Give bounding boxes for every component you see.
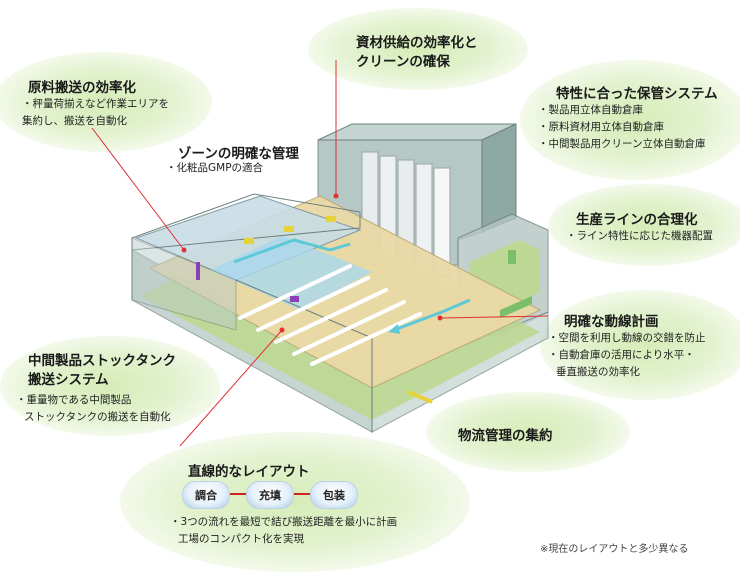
bullet-text: 垂直搬送の効率化 — [556, 366, 640, 378]
callout-bg-logistics — [426, 392, 630, 472]
storage-system-bullets: ・製品用立体自動倉庫 ・原料資材用立体自動倉庫 ・中間製品用クリーン立体自動倉庫 — [538, 102, 705, 153]
title-line: 中間製品ストックタンク — [28, 353, 176, 369]
callout-bg-material-supply — [308, 8, 528, 90]
production-lines — [238, 264, 422, 366]
title-line: 搬送システム — [28, 372, 109, 388]
callout-bg-stock-tank — [0, 336, 220, 436]
callout-bg-storage — [520, 60, 740, 180]
zone-management-bullets: ・化粧品GMPの適合 — [166, 160, 263, 177]
linear-layout-title: 直線的なレイアウト — [188, 464, 310, 480]
linear-layout-bullets: ・3つの流れを最短で結び搬送距離を最小に計画 工場のコンパクト化を実現 — [170, 514, 397, 548]
footnote: ※現在のレイアウトと多少異なる — [540, 544, 689, 555]
flow-step-mixing: 調合 — [182, 481, 230, 509]
flow-plan-title: 明確な動線計画 — [564, 314, 659, 330]
bullet-text: 集約し、搬送を自動化 — [22, 115, 127, 127]
bullet-text: ・自動倉庫の活用により水平・ — [548, 349, 695, 361]
stock-tank-title: 中間製品ストックタンク 搬送システム — [28, 352, 176, 390]
callout-bg-linear-layout — [120, 432, 470, 572]
stock-tank-bullets: ・重量物である中間製品 ストックタンクの搬送を自動化 — [16, 392, 171, 426]
callout-bg-material-transport — [0, 52, 212, 152]
bullet-text: ・製品用立体自動倉庫 — [538, 104, 643, 116]
flow-step-packaging: 包装 — [310, 481, 358, 509]
logistics-title: 物流管理の集約 — [458, 428, 553, 444]
bullet-text: ・秤量荷揃えなど作業エリアを — [22, 98, 169, 110]
bullet-text: 工場のコンパクト化を実現 — [178, 533, 304, 545]
flow-plan-bullets: ・空間を利用し動線の交錯を防止 ・自動倉庫の活用により水平・ 垂直搬送の効率化 — [548, 330, 706, 381]
title-line: クリーンの確保 — [356, 54, 450, 70]
material-transport-title: 原料搬送の効率化 — [28, 80, 136, 96]
bullet-text: ・ライン特性に応じた機器配置 — [566, 230, 713, 242]
title-line: 資材供給の効率化と — [356, 35, 478, 51]
production-line-title: 生産ラインの合理化 — [576, 212, 698, 228]
bullet-text: ・化粧品GMPの適合 — [166, 162, 264, 174]
material-transport-bullets: ・秤量荷揃えなど作業エリアを 集約し、搬送を自動化 — [22, 96, 169, 130]
conveyor-route — [233, 238, 351, 264]
bullet-text: ・3つの流れを最短で結び搬送距離を最小に計画 — [170, 516, 398, 528]
bullet-text: ・重量物である中間製品 — [16, 394, 132, 406]
zone-management-title: ゾーンの明確な管理 — [178, 146, 299, 162]
bullet-text: ストックタンクの搬送を自動化 — [24, 411, 171, 423]
callout-bg-production — [548, 184, 740, 266]
bullet-text: ・中間製品用クリーン立体自動倉庫 — [538, 138, 706, 150]
flow-step-filling: 充填 — [246, 481, 294, 509]
bullet-text: ・空間を利用し動線の交錯を防止 — [548, 332, 706, 344]
material-supply-title: 資材供給の効率化と クリーンの確保 — [356, 34, 478, 72]
production-line-bullets: ・ライン特性に応じた機器配置 — [566, 228, 713, 245]
bullet-text: ・原料資材用立体自動倉庫 — [538, 121, 664, 133]
storage-system-title: 特性に合った保管システム — [556, 86, 718, 102]
callout-bg-flow — [540, 290, 740, 400]
